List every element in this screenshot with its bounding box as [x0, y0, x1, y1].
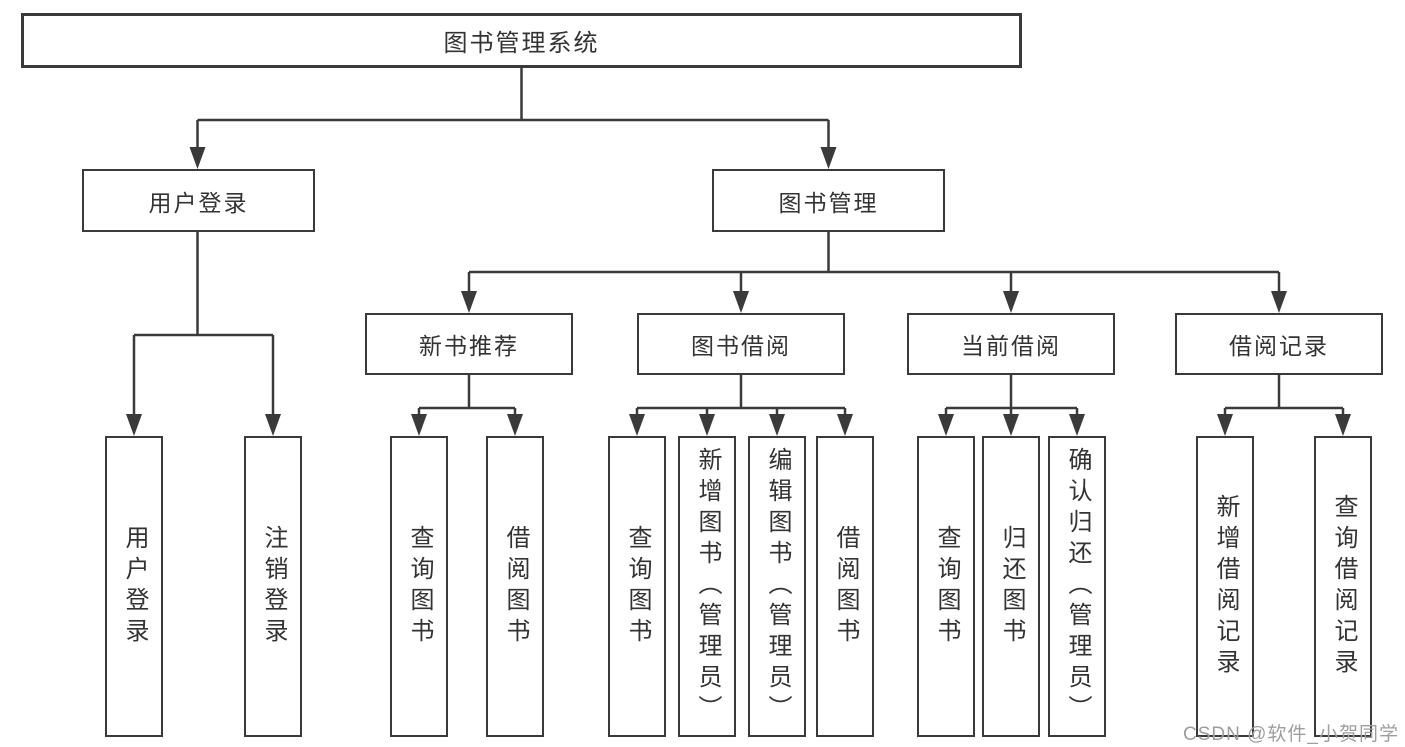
leaf-label: 编辑图书（管理员） — [764, 447, 791, 726]
leaf-records-add-record: 新增借阅记录 — [1196, 436, 1254, 737]
leaf-label: 借阅图书 — [832, 524, 859, 649]
branch-user-login: 用户登录 — [82, 169, 315, 232]
leaf-label: 查询借阅记录 — [1330, 493, 1357, 680]
csdn-watermark: CSDN @软件_小贺同学 — [1183, 724, 1399, 745]
leaf-borrow-add-books-admin: 新增图书（管理员） — [678, 436, 736, 737]
leaf-borrow-edit-books-admin: 编辑图书（管理员） — [748, 436, 806, 737]
leaf-records-query-record: 查询借阅记录 — [1314, 436, 1372, 737]
branch-book-management: 图书管理 — [712, 169, 945, 232]
leaf-label: 新增借阅记录 — [1212, 493, 1239, 680]
leaf-label: 注销登录 — [260, 524, 287, 649]
leaf-user-login: 用户登录 — [105, 436, 163, 737]
leaf-current-return-books: 归还图书 — [982, 436, 1040, 737]
leaf-label: 用户登录 — [121, 524, 148, 649]
leaf-current-query-books: 查询图书 — [917, 436, 975, 737]
leaf-current-confirm-return-admin: 确认归还（管理员） — [1048, 436, 1106, 737]
group-current-borrow: 当前借阅 — [907, 313, 1115, 375]
leaf-label: 查询图书 — [624, 524, 651, 649]
leaf-label: 新增图书（管理员） — [694, 447, 721, 726]
leaf-label: 借阅图书 — [502, 524, 529, 649]
leaf-borrow-borrow-books: 借阅图书 — [816, 436, 874, 737]
group-book-borrow: 图书借阅 — [637, 313, 845, 375]
leaf-borrow-query-books: 查询图书 — [608, 436, 666, 737]
leaf-logout-login: 注销登录 — [244, 436, 302, 737]
leaf-label: 归还图书 — [998, 524, 1025, 649]
leaf-label: 确认归还（管理员） — [1064, 447, 1091, 726]
arrowhead-icons — [126, 147, 1351, 436]
leaf-label: 查询图书 — [406, 524, 433, 649]
group-borrow-records: 借阅记录 — [1175, 313, 1383, 375]
leaf-recommend-query-books: 查询图书 — [390, 436, 448, 737]
leaf-label: 查询图书 — [933, 524, 960, 649]
leaf-recommend-borrow-books: 借阅图书 — [486, 436, 544, 737]
group-new-book-recommend: 新书推荐 — [365, 313, 573, 375]
root-node-library-management-system: 图书管理系统 — [21, 13, 1022, 68]
